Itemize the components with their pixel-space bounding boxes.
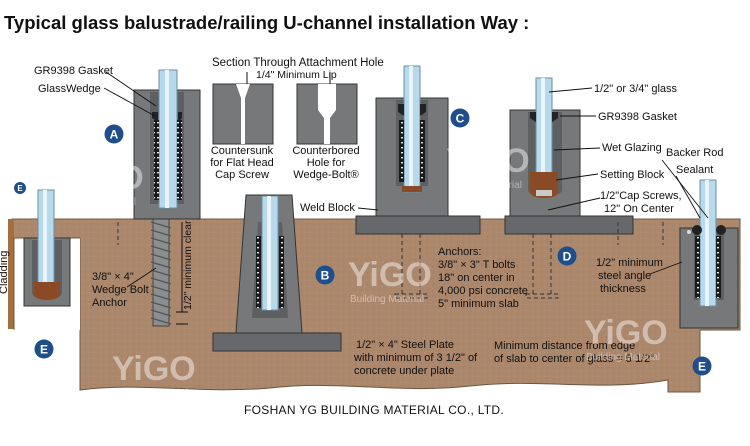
svg-text:E: E: [17, 184, 23, 193]
section-lip: 1/4" Minimum Lip: [256, 69, 337, 81]
svg-text:E: E: [698, 360, 706, 374]
label-steel-angle-1: 1/2" minimum: [596, 257, 663, 269]
watermark-brand: YiGO: [348, 256, 432, 294]
label-anchors-1: Anchors:: [438, 246, 481, 258]
watermark-brand: YiGO: [112, 350, 196, 388]
svg-text:B: B: [321, 269, 330, 283]
u-channel-d: [509, 77, 581, 217]
label-steel-angle-3: thickness: [600, 283, 646, 295]
cladding-label: Cladding: [0, 251, 10, 294]
label-gasket-d: GR9398 Gasket: [598, 111, 677, 123]
label-wet-glazing: Wet Glazing: [602, 142, 662, 154]
badge-e-right: E: [692, 356, 712, 376]
label-glass: 1/2" or 3/4" glass: [594, 83, 678, 95]
label-steel-plate-1: 1/2" × 4" Steel Plate: [356, 339, 454, 351]
cladding-wall: [8, 219, 14, 329]
section-left-caption-3: Cap Screw: [215, 169, 269, 181]
label-anchors-4: 4,000 psi concrete: [438, 285, 528, 297]
leader-lines: [103, 71, 709, 288]
footer-company: FOSHAN YG BUILDING MATERIAL CO., LTD.: [244, 403, 504, 417]
label-backer-rod: Backer Rod: [666, 147, 723, 159]
svg-text:C: C: [456, 112, 465, 126]
wedge-bolt-anchor: [150, 217, 172, 327]
badge-e-left: E: [34, 339, 54, 359]
svg-text:E: E: [40, 343, 48, 357]
label-sealant: Sealant: [676, 164, 713, 176]
watermark-sub: Building Material: [448, 180, 522, 191]
u-channel-c: [375, 65, 449, 217]
label-weld-block: Weld Block: [300, 202, 355, 214]
section-left-caption-2: for Flat Head: [210, 157, 274, 169]
min-clear-dimension: [176, 222, 188, 325]
section-right-caption-2: Hole for: [307, 157, 346, 169]
min-clear-label: 1/2" minimum clear: [182, 220, 194, 310]
label-wedge-bolt-1: 3/8" × 4": [92, 271, 134, 283]
label-wedge-bolt-3: Anchor: [92, 297, 127, 309]
label-cap-screws-1: 1/2"Cap Screws,: [600, 190, 682, 202]
concrete-slab: [11, 218, 741, 393]
section-inset: [212, 72, 358, 145]
watermark-brand: YiGO: [584, 314, 668, 352]
u-channel-e-left: [23, 189, 71, 307]
watermark-sub: Building Material: [350, 294, 424, 305]
label-min-distance-2: of slab to center of glass = 5 1/2": [494, 353, 654, 365]
label-steel-plate-2: with minimum of 3 1/2" of: [353, 352, 478, 364]
watermark-brand: YiGO: [60, 159, 144, 197]
section-title: Section Through Attachment Hole: [212, 57, 384, 69]
u-channel-b: [235, 194, 303, 334]
label-cap-screws-2: 12" On Center: [604, 203, 674, 215]
steel-plate-b: [212, 332, 342, 352]
u-channel-a: [133, 69, 201, 220]
label-steel-plate-3: concrete under plate: [354, 365, 454, 377]
label-min-distance-1: Minimum distance from edge: [494, 340, 635, 352]
svg-text:A: A: [110, 128, 119, 142]
anchor-lines: [117, 222, 664, 299]
section-left-caption-1: Countersunk: [211, 145, 274, 157]
weld-block-plate: [355, 215, 481, 235]
watermark-group: YiGO Building Material YiGO Building Mat…: [60, 142, 668, 399]
watermark-sub: Building Material: [114, 388, 188, 399]
label-steel-angle-2: steel angle: [598, 270, 651, 282]
watermark-sub: Building Material: [586, 352, 660, 363]
svg-text:D: D: [563, 250, 572, 264]
label-anchors-3: 18" on center in: [438, 272, 515, 284]
label-wedge-bolt-2: Wedge Bolt: [92, 284, 149, 296]
label-anchors-5: 5" minimum slab: [438, 298, 519, 310]
steel-plate-d: [504, 215, 634, 235]
section-right-caption-1: Counterbored: [292, 145, 359, 157]
label-anchors-2: 3/8" × 3" T bolts: [438, 259, 516, 271]
section-right-caption-3: Wedge-Bolt®: [293, 169, 358, 181]
label-glasswedge: GlassWedge: [38, 83, 101, 95]
u-channel-e-right: [679, 179, 739, 329]
watermark-brand: YiGO: [446, 142, 530, 180]
label-setting-block: Setting Block: [600, 169, 665, 181]
badge-b: B: [315, 265, 335, 285]
page-title: Typical glass balustrade/railing U-chann…: [4, 12, 529, 33]
badge-a: A: [104, 124, 124, 144]
badge-d: D: [557, 246, 577, 266]
badge-c: C: [450, 108, 470, 128]
watermark-sub: Building Material: [62, 197, 136, 208]
label-gasket-a: GR9398 Gasket: [34, 65, 113, 77]
badge-e-far-left: E: [14, 182, 26, 194]
